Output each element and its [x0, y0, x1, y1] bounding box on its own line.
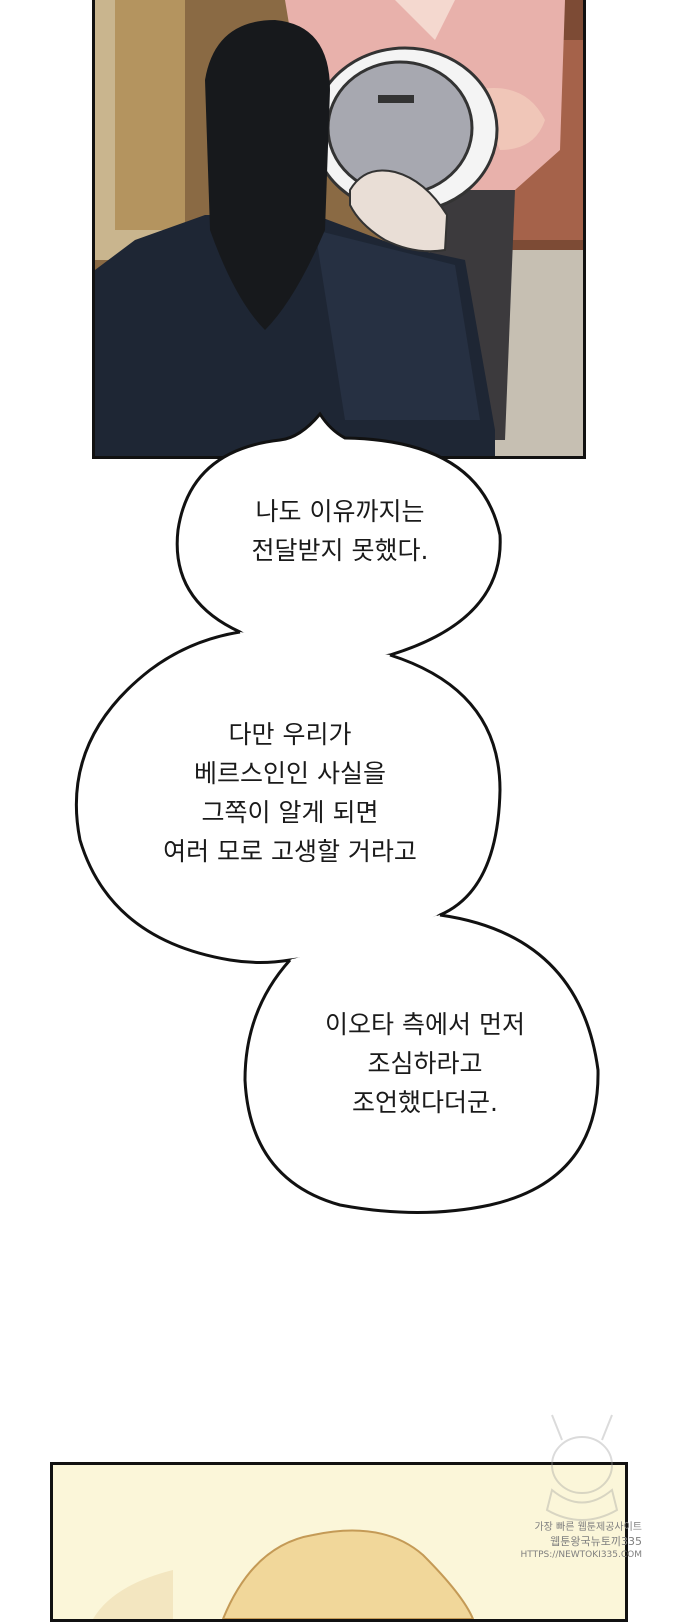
- bubble-1-line-2: 전달받지 못했다.: [251, 536, 429, 565]
- watermark-text-1: 가장 빠른 웹툰제공사이트: [534, 1522, 642, 1533]
- watermark-text-3: HTTPS://NEWTOKI335.COM: [520, 1550, 642, 1560]
- bubble-3-line-2: 조심하라고: [367, 1049, 483, 1078]
- speech-bubble-1: 나도 이유까지는 전달받지 못했다.: [190, 492, 490, 570]
- bubble-2-line-3: 그쪽이 알게 되면: [201, 798, 379, 827]
- panel-illustration-top: [95, 0, 583, 456]
- bubble-1-line-1: 나도 이유까지는: [255, 497, 425, 526]
- bubble-2-line-1: 다만 우리가: [228, 720, 352, 749]
- bubble-2-line-4: 여러 모로 고생할 거라고: [163, 837, 417, 866]
- bubble-3-line-3: 조언했다더군.: [352, 1088, 498, 1117]
- bubble-3-line-1: 이오타 측에서 먼저: [325, 1010, 525, 1039]
- speech-bubble-2: 다만 우리가 베르스인인 사실을 그쪽이 알게 되면 여러 모로 고생할 거라고: [100, 715, 480, 871]
- comic-panel-top: [92, 0, 586, 459]
- bubble-2-line-2: 베르스인인 사실을: [194, 759, 386, 788]
- speech-bubble-3: 이오타 측에서 먼저 조심하라고 조언했다더군.: [255, 1005, 595, 1122]
- watermark-text-2: 웹툰왕국뉴토끼335: [550, 1535, 642, 1548]
- watermark-logo-icon: [545, 1414, 619, 1521]
